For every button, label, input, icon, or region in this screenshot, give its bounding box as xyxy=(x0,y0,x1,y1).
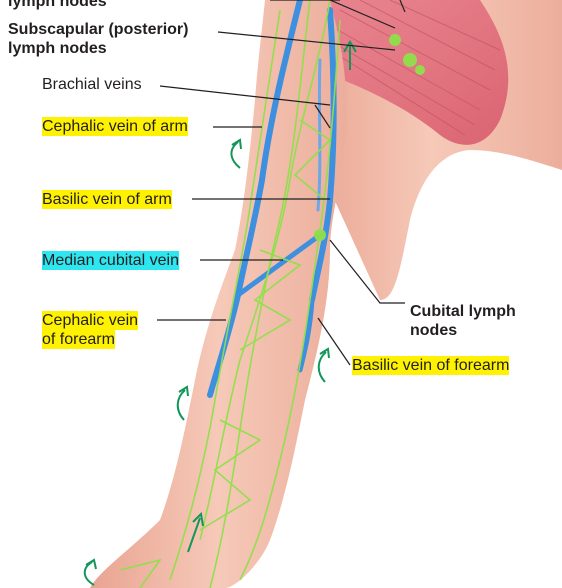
flow-arrows xyxy=(83,40,357,586)
median-cubital-vein-label: Median cubital vein xyxy=(42,251,179,270)
basilic-vein-forearm-label: Basilic vein of forearm xyxy=(352,356,510,375)
basilic-vein-arm-label: Basilic vein of arm xyxy=(42,190,172,209)
pectoral-muscle xyxy=(300,0,509,145)
cephalic-vein-forearm-label-line2: of forearm xyxy=(42,330,115,349)
arm-skin xyxy=(90,0,347,588)
leader-lines xyxy=(157,0,406,366)
subscapular-label-line2: lymph nodes xyxy=(8,40,107,57)
subscapular-label-line1: Subscapular (posterior) xyxy=(8,21,189,38)
cubital-lymph-nodes-label-line1: Cubital lymph xyxy=(410,303,516,320)
lymph-nodes-top-label: lymph nodes xyxy=(8,0,107,10)
lymph-vessels xyxy=(119,0,425,588)
cephalic-vein-arm-label: Cephalic vein of arm xyxy=(42,117,188,136)
brachial-veins-label: Brachial veins xyxy=(42,76,142,93)
cubital-lymph-nodes-label-line2: nodes xyxy=(410,322,458,339)
cephalic-vein-forearm-label-line1: Cephalic vein xyxy=(42,311,139,330)
